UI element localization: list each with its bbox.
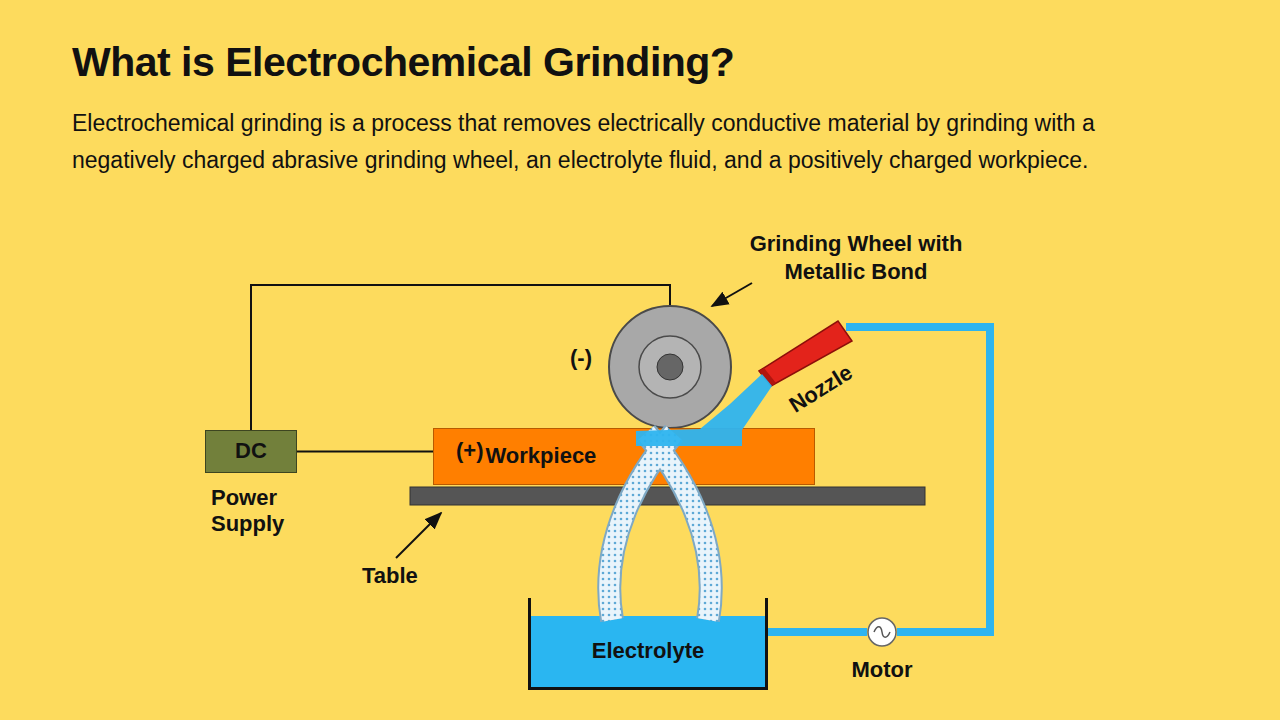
motor-body — [868, 618, 896, 646]
electrolyte-tank: Electrolyte — [528, 598, 768, 690]
callout-label: Grinding Wheel with Metallic Bond — [736, 230, 976, 285]
power-supply: DCPower Supply — [205, 430, 297, 473]
polarity-sign: (-) — [570, 345, 592, 371]
wheel-hub — [657, 354, 683, 380]
workpiece: (+)Workpiece — [433, 428, 815, 485]
callout-label: Table — [362, 562, 418, 590]
wheel-rim — [609, 306, 731, 428]
wheel-shape — [608, 305, 732, 429]
leader-line — [712, 283, 752, 306]
polarity-sign: (+) — [456, 438, 484, 464]
grinding-wheel: (-) — [608, 305, 732, 429]
workpiece-label: Workpiece — [486, 443, 597, 469]
ac-sign — [874, 627, 890, 638]
power-wire — [251, 285, 670, 430]
supply-label: DC — [235, 438, 267, 464]
callout-label: Nozzle — [784, 359, 858, 419]
supply-pipe — [846, 327, 990, 632]
electrolyte-fill: Electrolyte — [531, 616, 765, 687]
supply-name: Power Supply — [211, 485, 311, 538]
pump-motor: Motor — [867, 617, 897, 647]
motor-symbol — [867, 617, 897, 647]
tank-label: Electrolyte — [592, 638, 705, 664]
page-title: What is Electrochemical Grinding? — [72, 38, 734, 87]
machine-table — [410, 487, 925, 505]
wheel-flange — [639, 336, 701, 398]
nozzle-tip — [759, 368, 776, 386]
motor-label: Motor — [851, 657, 912, 683]
page-caption: Electrochemical grinding is a process th… — [72, 105, 1192, 179]
electrolyte-pipe — [768, 628, 867, 636]
leader-line — [396, 513, 441, 558]
power-wire — [297, 451, 433, 453]
